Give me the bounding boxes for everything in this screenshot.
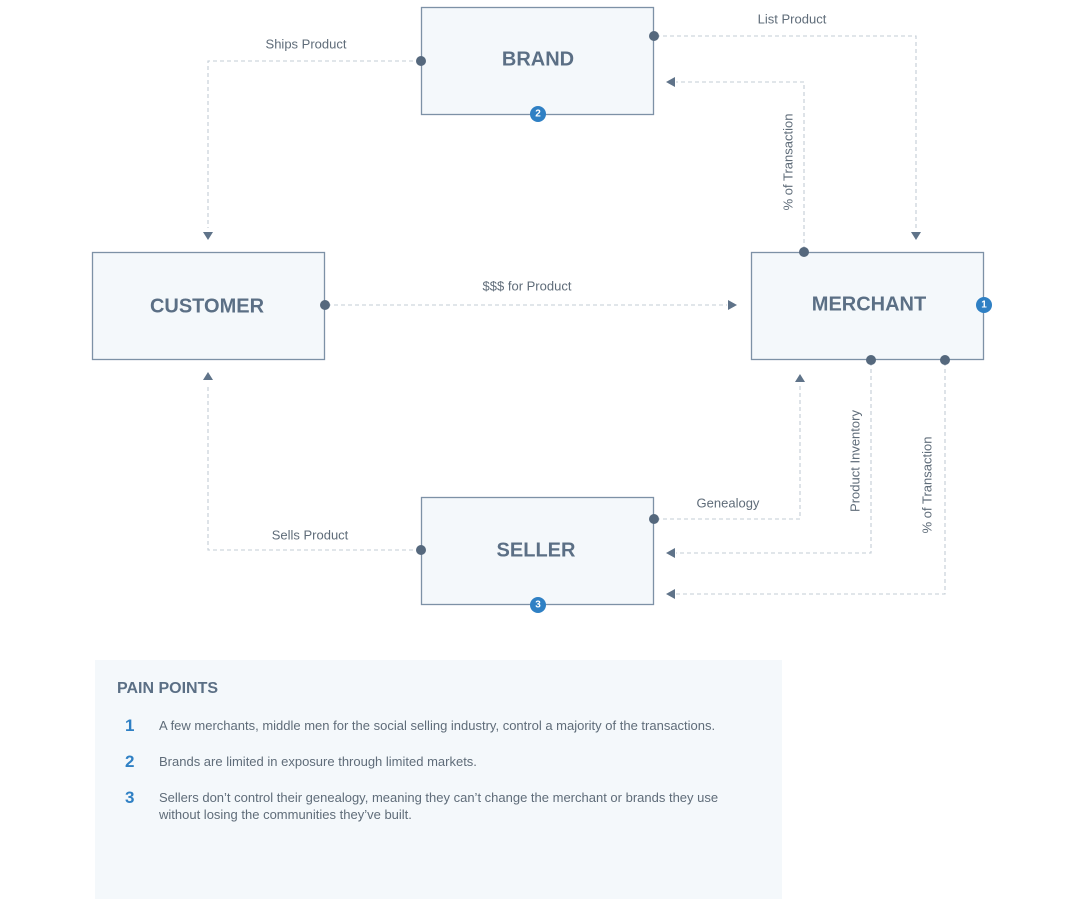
port-dot <box>649 31 659 41</box>
badge-seller-circle <box>530 597 546 613</box>
edge-genealogy-line <box>656 386 801 520</box>
arrow-left-icon <box>666 548 675 558</box>
arrow-left-icon <box>666 77 675 87</box>
pain-point-item: 2 Brands are limited in exposure through… <box>117 753 760 771</box>
port-dot <box>799 247 809 257</box>
arrow-up-icon <box>795 374 805 382</box>
port-dot <box>320 300 330 310</box>
edge-list-product-line <box>656 35 917 231</box>
badge-merchant-number: 1 <box>981 300 987 311</box>
arrow-down-icon <box>203 232 213 240</box>
badge-brand[interactable]: 2 <box>530 106 546 122</box>
node-seller-label: SELLER <box>497 539 576 561</box>
connectors <box>207 35 946 595</box>
pain-point-text: Brands are limited in exposure through l… <box>159 754 477 769</box>
node-customer[interactable]: CUSTOMER <box>91 251 326 361</box>
badge-merchant[interactable]: 1 <box>976 297 992 313</box>
port-dots <box>320 31 950 555</box>
node-merchant-label: MERCHANT <box>812 293 926 315</box>
node-customer-box <box>91 251 326 361</box>
edge-label-pct-transaction-seller: % of Transaction <box>919 437 934 534</box>
pain-point-item: 1 A few merchants, middle men for the so… <box>117 717 760 735</box>
badge-brand-circle <box>530 106 546 122</box>
edge-ships-product-line <box>207 60 420 228</box>
badge-seller-number: 3 <box>535 600 541 611</box>
port-dot <box>940 355 950 365</box>
arrow-right-icon <box>728 300 737 310</box>
badge-brand-number: 2 <box>535 109 541 120</box>
pain-points-panel: PAIN POINTS 1 A few merchants, middle me… <box>95 660 782 899</box>
pain-point-text: Sellers don’t control their genealogy, m… <box>159 790 719 822</box>
port-dot <box>866 355 876 365</box>
edge-pct-transaction-brand-line <box>676 81 805 250</box>
edge-label-sells-product: Sells Product <box>272 527 349 542</box>
arrow-heads <box>203 77 921 599</box>
edge-label-list-product: List Product <box>758 11 827 26</box>
node-brand-label: BRAND <box>502 48 574 70</box>
edge-label-ships-product: Ships Product <box>266 36 347 51</box>
badge-merchant-circle <box>976 297 992 313</box>
pain-point-item: 3 Sellers don’t control their genealogy,… <box>117 789 760 823</box>
arrow-up-icon <box>203 372 213 380</box>
pain-point-number: 2 <box>125 752 135 771</box>
edge-product-inventory-line <box>676 362 872 554</box>
edge-label-pct-transaction-brand: % of Transaction <box>780 114 795 211</box>
edge-pct-transaction-seller-line <box>676 362 946 595</box>
pain-point-text: A few merchants, middle men for the soci… <box>159 718 716 733</box>
node-seller[interactable]: SELLER <box>420 496 655 606</box>
arrow-left-icon <box>666 589 675 599</box>
edge-label-product-inventory: Product Inventory <box>847 410 862 512</box>
node-brand[interactable]: BRAND <box>420 6 655 116</box>
node-seller-box <box>420 496 655 606</box>
edge-label-genealogy: Genealogy <box>697 495 760 510</box>
node-merchant[interactable]: MERCHANT <box>750 251 985 361</box>
pain-point-number: 3 <box>125 788 135 807</box>
port-dot <box>649 514 659 524</box>
edge-labels: Ships Product List Product % of Transact… <box>266 11 935 542</box>
badge-seller[interactable]: 3 <box>530 597 546 613</box>
edge-label-money-for-product: $$$ for Product <box>483 278 572 293</box>
port-dot <box>416 545 426 555</box>
node-brand-box <box>420 6 655 116</box>
arrow-down-icon <box>911 232 921 240</box>
node-customer-label: CUSTOMER <box>150 295 265 317</box>
pain-point-number: 1 <box>125 716 135 735</box>
port-dot <box>416 56 426 66</box>
pain-points-title: PAIN POINTS <box>117 680 219 697</box>
edge-sells-product-line <box>207 384 420 551</box>
